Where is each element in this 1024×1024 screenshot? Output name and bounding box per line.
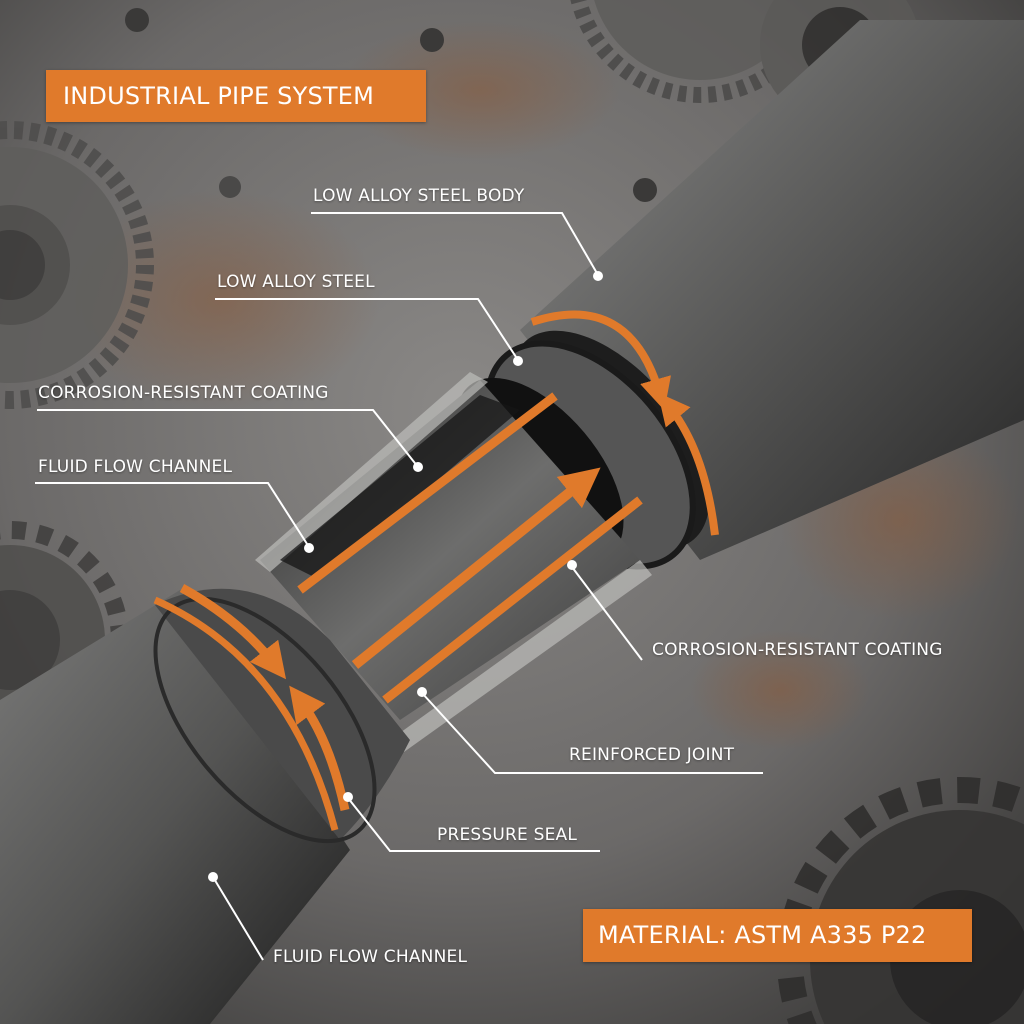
seal-arrow-icon (289, 685, 350, 811)
seal-arrow-icon (179, 584, 287, 680)
callout-line-fluid-flow-left (35, 482, 310, 548)
callout-line-pressure-seal (347, 797, 600, 852)
callout-lines (35, 212, 763, 961)
callout-line-corrosion-coating-right (571, 566, 643, 661)
callout-label-corrosion-resistant-coating-right: CORROSION-RESISTANT COATING (652, 640, 943, 660)
diagram-title-badge: INDUSTRIAL PIPE SYSTEM (46, 70, 426, 122)
material-spec-badge: MATERIAL: ASTM A335 P22 (583, 909, 972, 962)
callout-line-corrosion-coating-left (37, 409, 419, 468)
flow-arrow-icon (351, 467, 601, 669)
callout-label-fluid-flow-channel-bottom: FLUID FLOW CHANNEL (273, 947, 468, 967)
gear-icon (0, 121, 154, 409)
seal-band-icon (153, 596, 339, 831)
flow-line-icon (382, 496, 643, 704)
fluid-flow-channel (255, 372, 652, 752)
seal-arrow-icon (657, 392, 719, 536)
callout-line-fluid-flow-bottom (212, 876, 264, 961)
callout-label-fluid-flow-channel-left: FLUID FLOW CHANNEL (38, 457, 233, 477)
callout-line-reinforced-joint (421, 692, 763, 774)
callout-label-corrosion-resistant-coating-left: CORROSION-RESISTANT COATING (38, 383, 329, 403)
callout-label-pressure-seal: PRESSURE SEAL (437, 825, 578, 845)
callout-line-low-alloy-steel-body (311, 212, 599, 276)
flow-line-icon (297, 392, 558, 594)
callout-dots (208, 271, 603, 882)
callout-label-low-alloy-steel-body: LOW ALLOY STEEL BODY (313, 186, 525, 206)
callout-label-reinforced-joint: REINFORCED JOINT (569, 745, 735, 765)
lower-pipe-body (0, 584, 410, 1024)
seal-arrow-icon (530, 310, 671, 411)
callout-label-low-alloy-steel: LOW ALLOY STEEL (217, 272, 375, 292)
callout-line-low-alloy-steel (215, 298, 519, 361)
